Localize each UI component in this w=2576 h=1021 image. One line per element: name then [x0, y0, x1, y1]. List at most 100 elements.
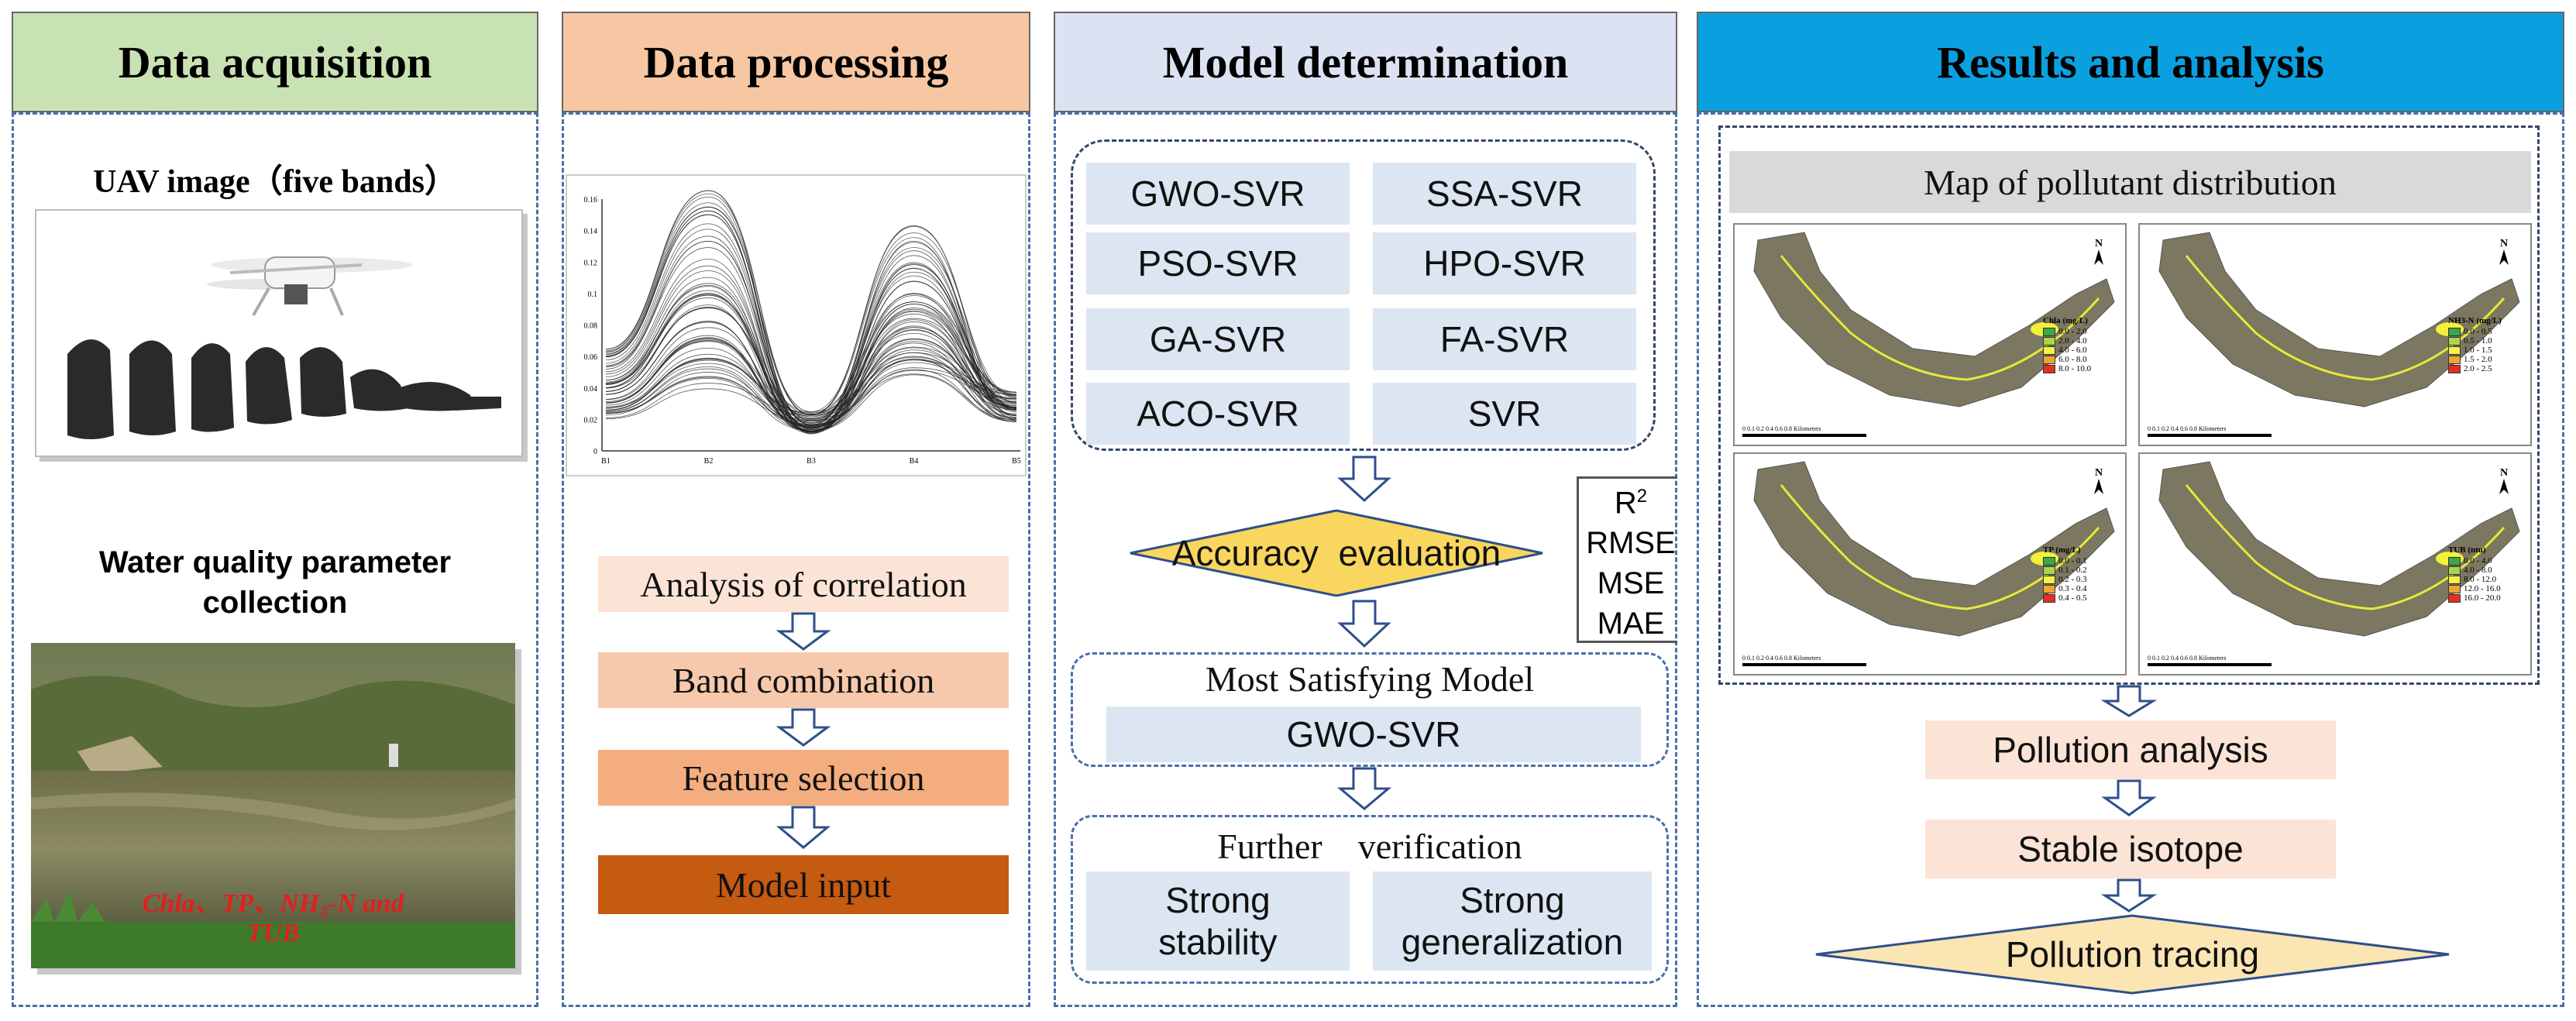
legend-label: 4.0 - 6.0 [2058, 345, 2087, 355]
data-acquisition-panel [12, 112, 538, 1007]
legend-label: 0.0 - 0.5 [2464, 327, 2492, 336]
legend-item: 8.0 - 10.0 [2043, 364, 2091, 373]
spectral-curve [605, 359, 1017, 427]
accuracy-evaluation-diamond: Accuracy evaluation [1127, 507, 1546, 599]
spectral-curve [605, 286, 1017, 428]
data-processing-header: Data processing [562, 12, 1030, 112]
model-svr-label: SVR [1467, 394, 1542, 434]
model-ga-svr: GA-SVR [1086, 308, 1350, 370]
data-acquisition-title: Data acquisition [118, 36, 432, 88]
spectral-curve [605, 304, 1017, 431]
best-model-title: Most Satisfying Model [1205, 658, 1535, 699]
best-model-box: GWO-SVR [1106, 706, 1641, 762]
north-arrow-icon [2499, 479, 2509, 494]
scale-bar [1742, 663, 1866, 666]
spectral-curve [605, 277, 1017, 433]
x-tick-label: B4 [910, 457, 919, 466]
model-fa-svr: FA-SVR [1373, 308, 1636, 370]
drone-icon [207, 256, 412, 316]
water-quality-title: Water quality parameter collection [12, 542, 538, 623]
legend-item: 0.3 - 0.4 [2043, 584, 2087, 593]
north-arrow-label: N [2500, 238, 2508, 249]
legend-swatch [2043, 584, 2055, 593]
model-gwo-svr-label: GWO-SVR [1130, 174, 1305, 214]
scale-bar-label: 0 0.1 0.2 0.4 0.6 0.8 Kilometers [1742, 655, 1821, 662]
spectral-curve [605, 346, 1017, 419]
river-line [1780, 255, 2100, 381]
north-arrow-icon [2094, 249, 2103, 265]
legend-title: TUB (ntu) [2448, 545, 2486, 555]
model-determination-panel [1054, 112, 1677, 1007]
north-arrow-icon [2094, 479, 2103, 494]
pollution-tracing-diamond: Pollution tracing [1813, 913, 2452, 996]
results-analysis-panel [1697, 112, 2564, 1007]
legend-label: 2.0 - 4.0 [2058, 336, 2087, 345]
spectral-curve [605, 197, 1017, 426]
legend-swatch [2448, 327, 2461, 336]
model-ssa-svr-label: SSA-SVR [1426, 174, 1583, 214]
process-step-feature-selection: Feature selection [598, 750, 1009, 806]
legend-swatch [2043, 364, 2055, 373]
stable-isotope-box: Stable isotope [1925, 820, 2336, 878]
best-model-label: GWO-SVR [1286, 714, 1461, 755]
spectral-curve [605, 321, 1017, 432]
north-arrow-label: N [2095, 467, 2103, 479]
legend-label: 16.0 - 20.0 [2464, 593, 2501, 603]
maps-group [1718, 125, 2540, 685]
x-tick-label: B2 [704, 457, 714, 466]
spectral-curve [605, 332, 1017, 419]
water-quality-title-line1: Water quality parameter [98, 545, 452, 579]
uav-image [35, 209, 523, 457]
process-step-correlation: Analysis of correlation [598, 556, 1009, 612]
model-hpo-svr-label: HPO-SVR [1423, 243, 1586, 284]
legend-item: 0.2 - 0.3 [2043, 575, 2087, 584]
strong-stability-line1: Strong [1165, 880, 1271, 920]
scale-bar [2148, 434, 2272, 437]
river-line [1780, 484, 2100, 610]
metrics-list: R2 RMSE MSE MAE [1584, 476, 1677, 644]
legend-label: 0.1 - 0.2 [2058, 566, 2087, 575]
legend-item: 16.0 - 20.0 [2448, 593, 2501, 603]
metric-mae: MAE [1597, 607, 1665, 641]
spectral-curve [605, 374, 1017, 431]
legend-item: 8.0 - 12.0 [2448, 575, 2501, 584]
water-quality-title-line2: collection [202, 586, 348, 620]
verification-title: Further verification [1217, 826, 1522, 866]
spectral-curve [605, 206, 1017, 421]
model-determination-header: Model determination [1054, 12, 1677, 112]
spectral-curves [605, 190, 1017, 435]
legend-item: 2.0 - 2.5 [2448, 364, 2502, 373]
spectral-curve [605, 290, 1017, 433]
spectral-curve [605, 283, 1017, 420]
north-arrow-label: N [2095, 238, 2103, 249]
legend-label: 0.0 - 0.1 [2058, 556, 2087, 566]
water-sampling-photo: Chla、TP、NH₃-N and TUB [31, 643, 515, 968]
spectral-curve [605, 367, 1017, 425]
legend-item: 1.5 - 2.0 [2448, 355, 2502, 364]
photo-caption-line2: TUB [246, 919, 300, 947]
legend-title: Chla (mg/L) [2043, 316, 2088, 325]
scale-bar-label: 0 0.1 0.2 0.4 0.6 0.8 Kilometers [2148, 655, 2227, 662]
legend-title: TP (mg/L) [2043, 545, 2081, 555]
legend-label: 0.5 - 1.0 [2464, 336, 2492, 345]
pollution-analysis-box: Pollution analysis [1925, 720, 2336, 779]
process-step-band-combination-label: Band combination [672, 660, 935, 700]
legend-item: 0.1 - 0.2 [2043, 566, 2087, 575]
river-basin [1753, 461, 2115, 637]
legend-label: 2.0 - 2.5 [2464, 364, 2492, 373]
legend-label: 8.0 - 10.0 [2058, 364, 2092, 373]
legend-label: 0.2 - 0.3 [2058, 575, 2087, 584]
legend-swatch [2043, 556, 2055, 566]
legend-label: 0.4 - 0.5 [2058, 593, 2087, 603]
spectral-curve [605, 339, 1017, 424]
legend-item: 0.5 - 1.0 [2448, 336, 2502, 345]
y-tick-label: 0.06 [584, 353, 598, 362]
spectral-curve [605, 202, 1017, 425]
scale-bar-label: 0 0.1 0.2 0.4 0.6 0.8 Kilometers [2148, 425, 2227, 432]
spectral-curve [605, 306, 1017, 418]
legend-label: 6.0 - 8.0 [2058, 355, 2087, 364]
y-tick-label: 0.02 [584, 416, 598, 425]
spectral-curve [605, 335, 1017, 431]
